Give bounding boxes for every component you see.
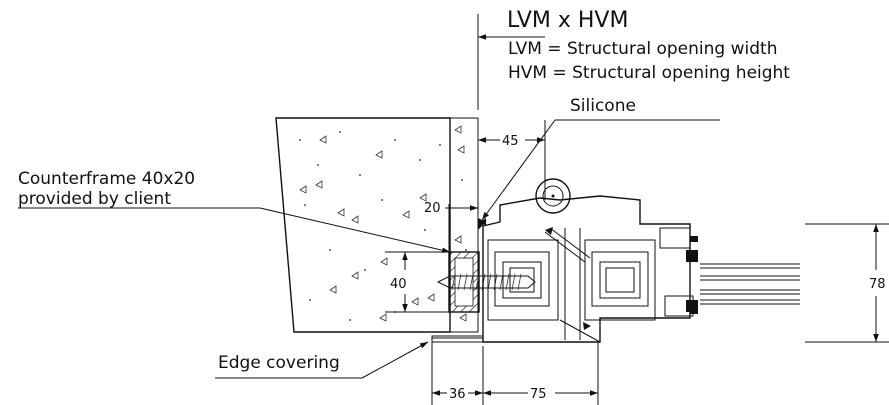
callout-silicone: Silicone	[481, 96, 720, 221]
dim-75-text: 75	[530, 387, 547, 402]
header-group: LVM x HVM LVM = Structural opening width…	[477, 8, 790, 110]
dim-20: 20	[424, 201, 478, 252]
dim-45-text: 45	[502, 134, 519, 149]
header-title: LVM x HVM	[507, 8, 628, 33]
edge-covering-label: Edge covering	[218, 353, 340, 373]
concrete-wall	[275, 117, 479, 333]
dim-78-text: 78	[869, 277, 886, 292]
dim-45: 45	[478, 120, 546, 200]
counterframe-label-2: provided by client	[18, 189, 171, 209]
dim-36-75: 36 75	[431, 342, 599, 405]
header-line-2: HVM = Structural opening height	[508, 63, 790, 83]
callout-edge-covering: Edge covering	[215, 341, 429, 379]
dim-40: 40	[385, 251, 449, 313]
dim-36-text: 36	[449, 387, 466, 402]
concrete-texture	[299, 131, 467, 321]
dim-78: 78	[805, 223, 889, 343]
counterframe-label-1: Counterframe 40x20	[18, 169, 195, 189]
callout-counterframe: Counterframe 40x20 provided by client	[18, 169, 451, 253]
glass-unit	[700, 263, 800, 305]
counterframe	[448, 251, 480, 313]
dim-20-text: 20	[424, 201, 441, 216]
dim-40-text: 40	[390, 277, 407, 292]
silicone-label: Silicone	[570, 96, 636, 116]
edge-covering-strip	[431, 335, 484, 343]
window-frame	[478, 178, 698, 343]
header-line-1: LVM = Structural opening width	[508, 39, 777, 59]
